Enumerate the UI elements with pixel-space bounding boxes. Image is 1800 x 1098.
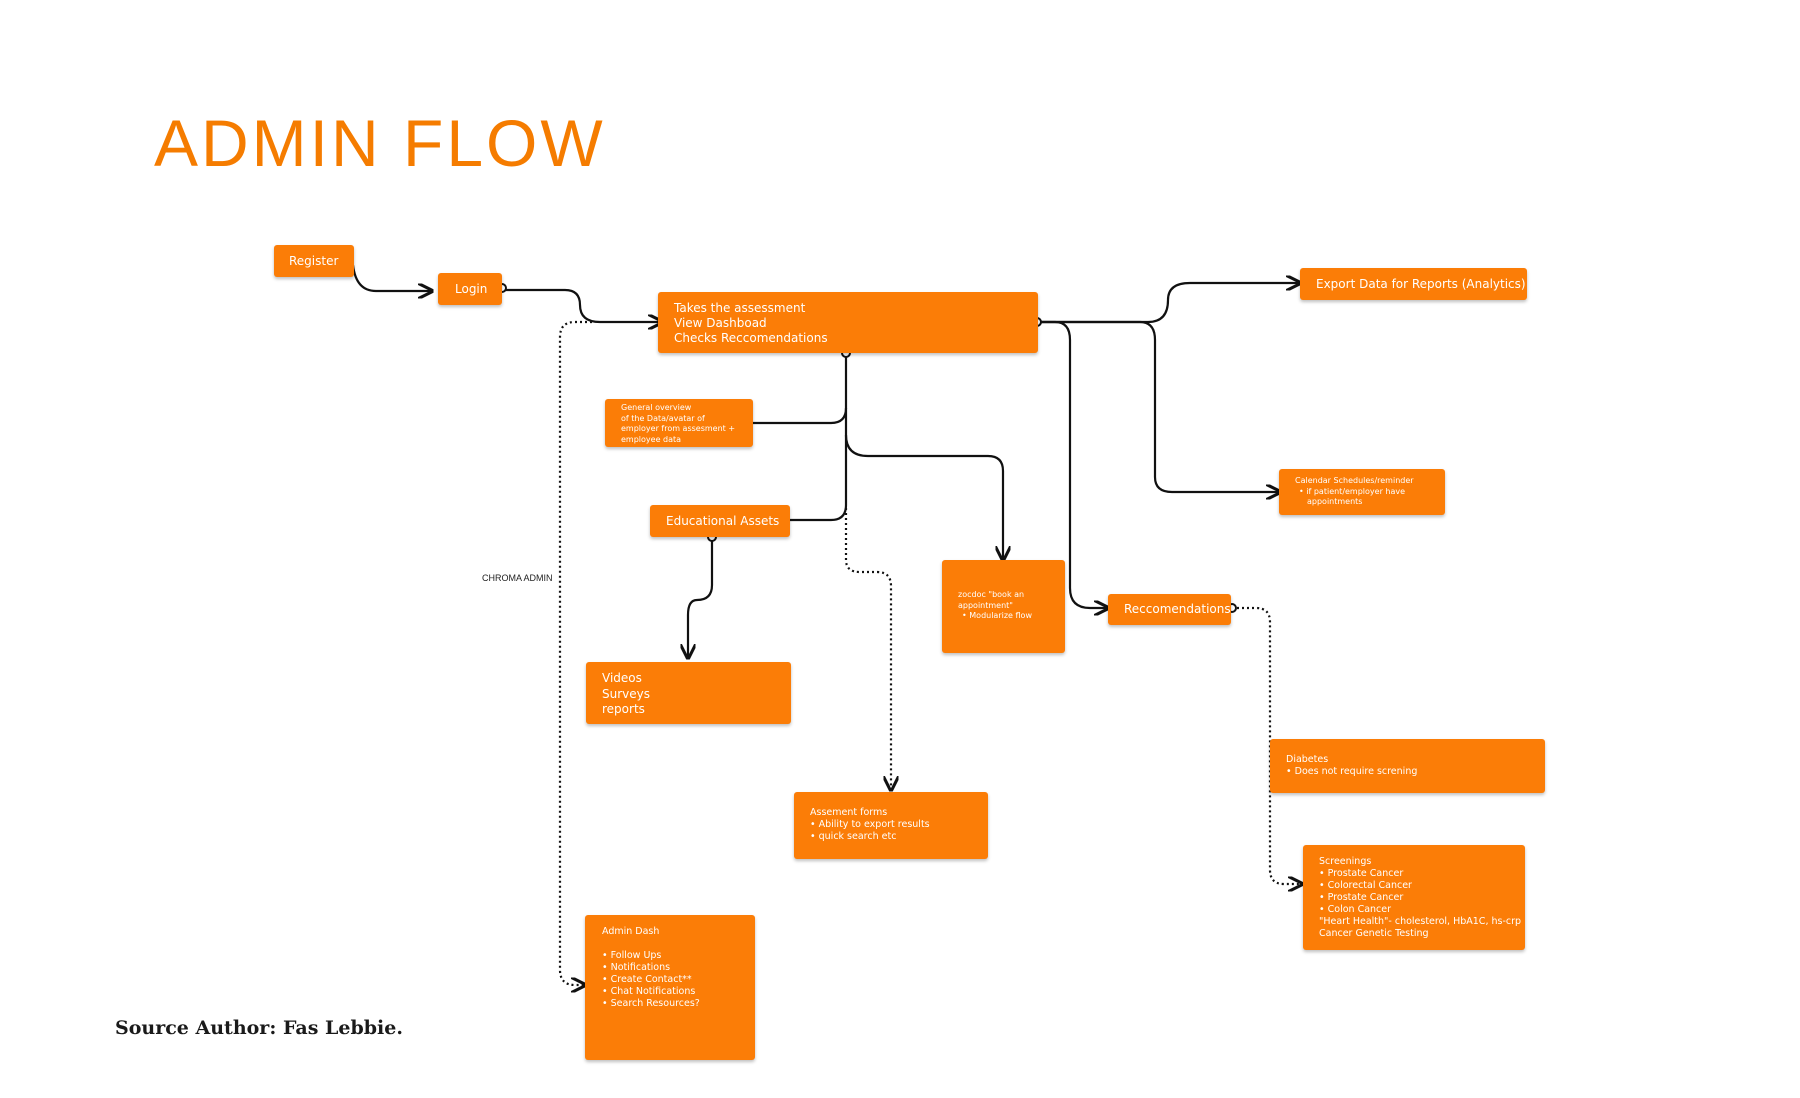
assessment-node[interactable]: Takes the assessment View Dashboad Check… (658, 292, 1038, 353)
recommendations-node[interactable]: Reccomendations (1108, 594, 1231, 625)
screenings-bullet-1: • Prostate Cancer (1319, 868, 1404, 879)
zocdoc-node[interactable]: zocdoc "book an appointment" • Modulariz… (942, 560, 1065, 653)
screenings-title: Screenings (1319, 856, 1372, 867)
screenings-extra-1: "Heart Health"- cholesterol, HbA1C, hs-c… (1319, 916, 1522, 927)
admin-dash-bullet-5: • Search Resources? (602, 998, 700, 1009)
overview-node[interactable]: General overview of the Data/avatar of e… (605, 399, 753, 447)
connector-login-assessment (503, 288, 662, 322)
calendar-title: Calendar Schedules/reminder (1295, 476, 1414, 485)
overview-line-3: employer from assesment + (621, 424, 736, 433)
diabetes-title: Diabetes (1286, 754, 1329, 765)
connector-educational-videos (688, 536, 714, 658)
zocdoc-bullet-1: • Modularize flow (962, 611, 1032, 620)
screenings-bullet-3: • Prostate Cancer (1319, 892, 1404, 903)
diabetes-bullet-1: • Does not require screning (1286, 766, 1418, 777)
reports-label: reports (602, 702, 645, 716)
zocdoc-line-2: appointment" (958, 600, 1013, 610)
videos-surveys-reports-node[interactable]: Videos Surveys reports (586, 662, 791, 724)
connector-assessment-forms-dashed (844, 508, 891, 790)
videos-label: Videos (602, 671, 642, 685)
connector-assessment-zocdoc (844, 434, 1003, 560)
overview-line-2: of the Data/avatar of (621, 413, 705, 423)
overview-line-1: General overview (621, 403, 692, 412)
assessment-line-2: View Dashboad (674, 316, 767, 330)
assessment-forms-title: Assement forms (810, 807, 888, 818)
surveys-label: Surveys (602, 686, 650, 701)
register-label: Register (289, 254, 339, 268)
register-node[interactable]: Register (274, 245, 354, 277)
diabetes-node[interactable]: Diabetes • Does not require screning (1270, 739, 1545, 793)
recommendations-label: Reccomendations (1124, 602, 1231, 616)
export-label: Export Data for Reports (Analytics) (1316, 277, 1526, 291)
connector-register-login (351, 264, 432, 291)
screenings-bullet-4: • Colon Cancer (1319, 904, 1392, 915)
calendar-bullet-1: • if patient/employer have (1299, 486, 1406, 496)
source-credit: Source Author: Fas Lebbie. (115, 1017, 403, 1039)
connector-admin-dashed (558, 320, 592, 985)
assessment-forms-bullet-2: • quick search etc (810, 831, 897, 842)
screenings-node[interactable]: Screenings • Prostate Cancer • Colorecta… (1303, 845, 1525, 950)
connector-assessment-recommendations (1039, 320, 1108, 608)
admin-dash-bullet-3: • Create Contact** (602, 974, 692, 985)
connector-assessment-calendar (1039, 320, 1280, 492)
calendar-bullet-2: appointments (1307, 497, 1363, 506)
admin-dash-bullet-2: • Notifications (602, 962, 671, 973)
export-node[interactable]: Export Data for Reports (Analytics) (1300, 268, 1527, 300)
calendar-node[interactable]: Calendar Schedules/reminder • if patient… (1279, 469, 1445, 515)
assessment-forms-bullet-1: • Ability to export results (810, 819, 930, 830)
educational-assets-label: Educational Assets (666, 514, 780, 528)
login-label: Login (455, 282, 488, 296)
admin-dash-bullet-4: • Chat Notifications (602, 986, 696, 997)
admin-dash-node[interactable]: Admin Dash • Follow Ups • Notifications … (585, 915, 755, 1060)
connector-assessment-educational (774, 408, 848, 520)
page-title: ADMIN FLOW (154, 106, 606, 180)
login-node[interactable]: Login (438, 273, 502, 305)
zocdoc-line-1: zocdoc "book an (958, 590, 1025, 599)
admin-dash-bullet-1: • Follow Ups (602, 950, 662, 961)
screenings-bullet-2: • Colorectal Cancer (1319, 880, 1412, 891)
connector-assessment-export (1039, 283, 1300, 324)
assessment-line-3: Checks Reccomendations (674, 331, 828, 345)
educational-assets-node[interactable]: Educational Assets (650, 505, 790, 537)
overview-line-4: employee data (621, 434, 682, 444)
chroma-admin-label: CHROMA ADMIN (482, 573, 553, 583)
screenings-extra-2: Cancer Genetic Testing (1319, 928, 1429, 939)
admin-dash-title: Admin Dash (602, 926, 660, 937)
assessment-forms-node[interactable]: Assement forms • Ability to export resul… (794, 792, 988, 859)
assessment-line-1: Takes the assessment (674, 301, 806, 315)
